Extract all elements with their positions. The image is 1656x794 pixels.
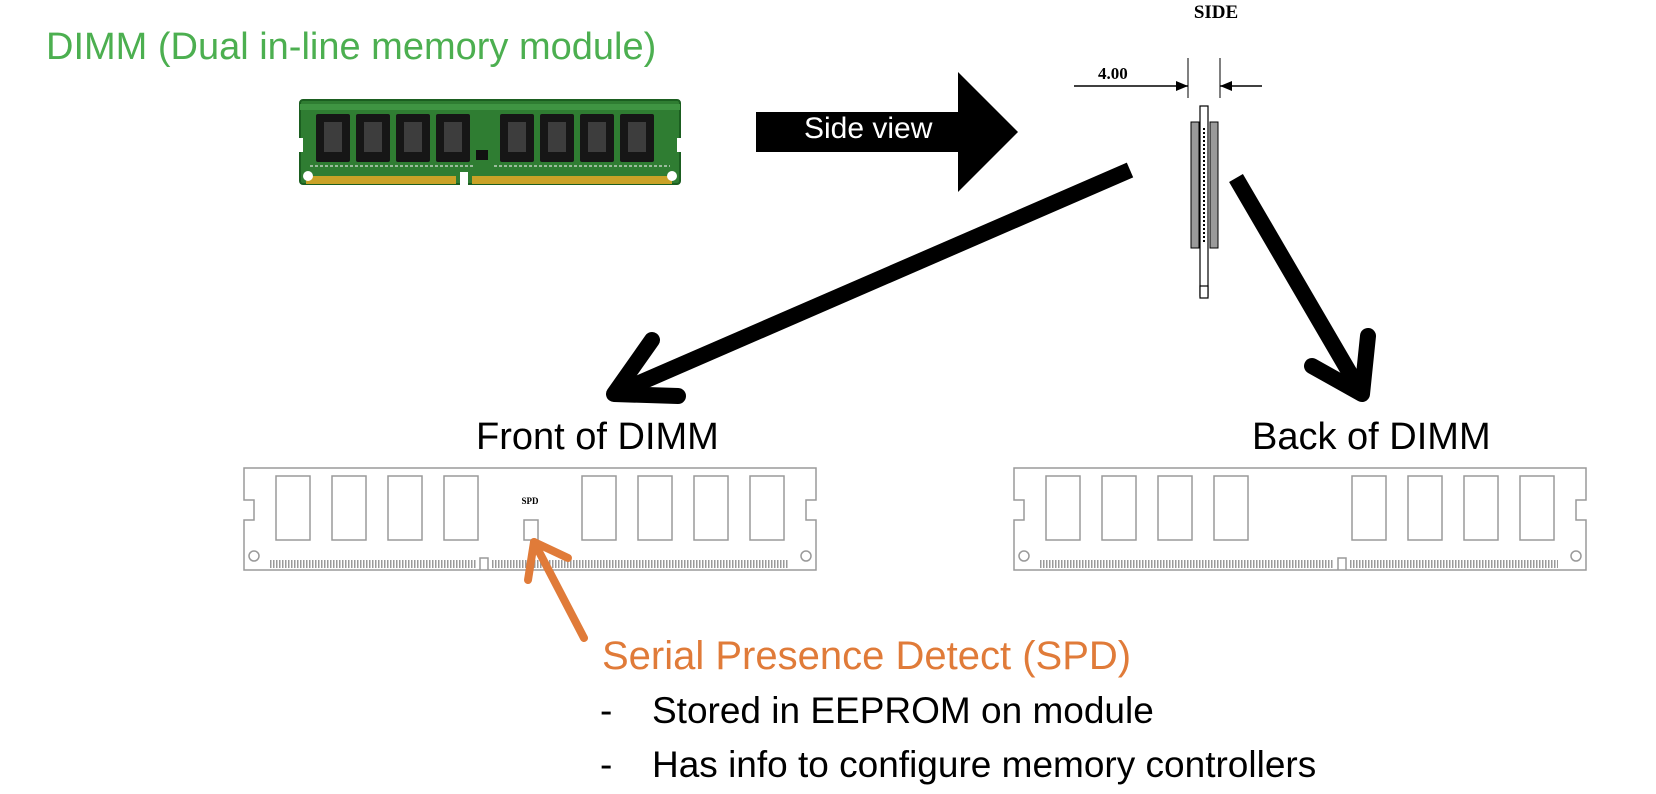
back-of-dimm-title: Back of DIMM xyxy=(1252,416,1491,458)
spd-bullet: -Stored in EEPROM on module xyxy=(600,690,1154,732)
back-dimm-outline xyxy=(1013,467,1587,571)
spd-title: Serial Presence Detect (SPD) xyxy=(602,634,1132,678)
bullet-marker: - xyxy=(600,744,613,785)
dimm-photo-image xyxy=(298,99,682,186)
spd-chip-label: SPD xyxy=(521,496,539,506)
dimm-title: DIMM (Dual in-line memory module) xyxy=(46,26,657,68)
side-dimension-label: 4.00 xyxy=(1098,64,1128,83)
dimm-side-drawing xyxy=(1074,58,1262,299)
side-view-arrow-icon xyxy=(756,72,1018,192)
bullet-text: Has info to configure memory controllers xyxy=(652,744,1317,785)
side-view-label: Side view xyxy=(804,112,933,145)
bullet-text: Stored in EEPROM on module xyxy=(652,690,1154,731)
spd-pointer-arrow-icon xyxy=(524,538,588,642)
back-arrow-icon xyxy=(1229,173,1376,402)
bullet-marker: - xyxy=(600,690,613,731)
front-of-dimm-title: Front of DIMM xyxy=(476,416,719,458)
front-arrow-icon xyxy=(606,162,1134,404)
spd-bullet: -Has info to configure memory controller… xyxy=(600,744,1316,786)
side-drawing-title: SIDE xyxy=(1193,2,1239,23)
